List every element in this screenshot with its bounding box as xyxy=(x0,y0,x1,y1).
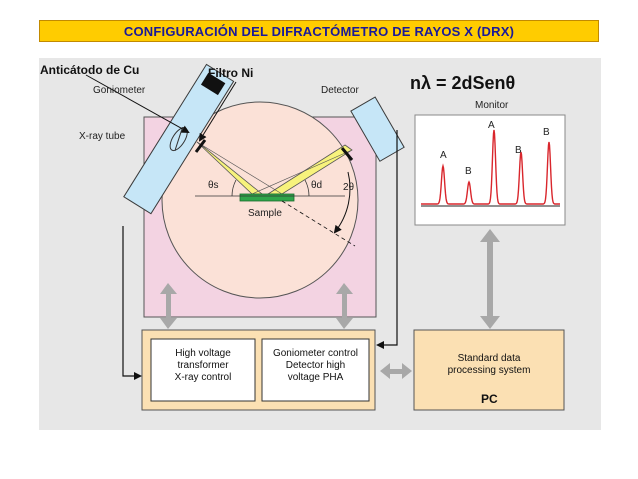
box-line: X-ray control xyxy=(174,372,232,383)
detector-label: Detector xyxy=(321,85,359,96)
peak-label: B xyxy=(543,127,550,138)
theta-s-arc xyxy=(231,179,237,197)
two-theta-label: 2θ xyxy=(343,182,355,193)
hv-transformer-box xyxy=(150,338,256,402)
box-line: processing system xyxy=(447,365,531,376)
box-line: transformer xyxy=(177,360,229,371)
anticathode-pointer xyxy=(85,74,190,133)
detector-slit xyxy=(340,147,354,161)
tube-slit xyxy=(194,139,207,153)
peak-label: A xyxy=(440,150,447,161)
goniometer-label: Goniometer xyxy=(93,85,146,96)
sample xyxy=(239,193,295,202)
monitor-screen xyxy=(414,114,566,226)
monitor-label: Monitor xyxy=(475,100,509,111)
peak-label: B xyxy=(515,145,522,156)
title-bar: CONFIGURACIÓN DEL DIFRACTÓMETRO DE RAYOS… xyxy=(39,20,599,42)
sample-label: Sample xyxy=(248,208,282,219)
goniometer-to-control-arrow-right xyxy=(336,283,353,329)
xray-tube xyxy=(123,63,235,215)
data-processing-box xyxy=(413,329,565,411)
xray-tube-label: X-ray tube xyxy=(79,131,126,142)
hv-transformer-text: High voltage transformer X-ray control xyxy=(151,348,255,384)
box-line: High voltage xyxy=(175,348,231,359)
page-title: CONFIGURACIÓN DEL DIFRACTÓMETRO DE RAYOS… xyxy=(123,23,515,39)
data-processing-text: Standard data processing system xyxy=(414,353,564,377)
theta-s-label: θs xyxy=(208,180,219,191)
pc-label: PC xyxy=(481,392,498,406)
peak-label: A xyxy=(488,120,495,131)
two-theta-dash xyxy=(281,200,356,247)
monitor-to-pc-arrow xyxy=(480,229,500,329)
box-line: Goniometer control xyxy=(272,348,359,359)
theta-d-arc xyxy=(304,179,310,197)
goniometer-control-text: Goniometer control Detector high voltage… xyxy=(262,348,369,384)
goniometer-control-box xyxy=(261,338,370,402)
spectrum-line xyxy=(421,129,560,205)
box-line: Standard data xyxy=(457,353,521,364)
detector-body xyxy=(350,96,405,162)
anticathode-label: Anticátodo de Cu xyxy=(40,63,140,77)
box-line: Detector high xyxy=(285,360,346,371)
box-line: voltage PHA xyxy=(287,372,344,383)
peak-label: B xyxy=(465,166,472,177)
control-to-pc-arrow xyxy=(380,363,412,379)
goniometer-to-control-arrow-left xyxy=(160,283,177,329)
detector-cable xyxy=(376,130,398,349)
bragg-law: nλ = 2dSenθ xyxy=(410,73,516,93)
filter-pointer xyxy=(198,81,237,142)
theta-d-label: θd xyxy=(311,180,323,191)
tube-cable xyxy=(122,226,142,380)
filter-label: Filtro Ni xyxy=(208,66,254,80)
two-theta-arc xyxy=(333,171,351,234)
